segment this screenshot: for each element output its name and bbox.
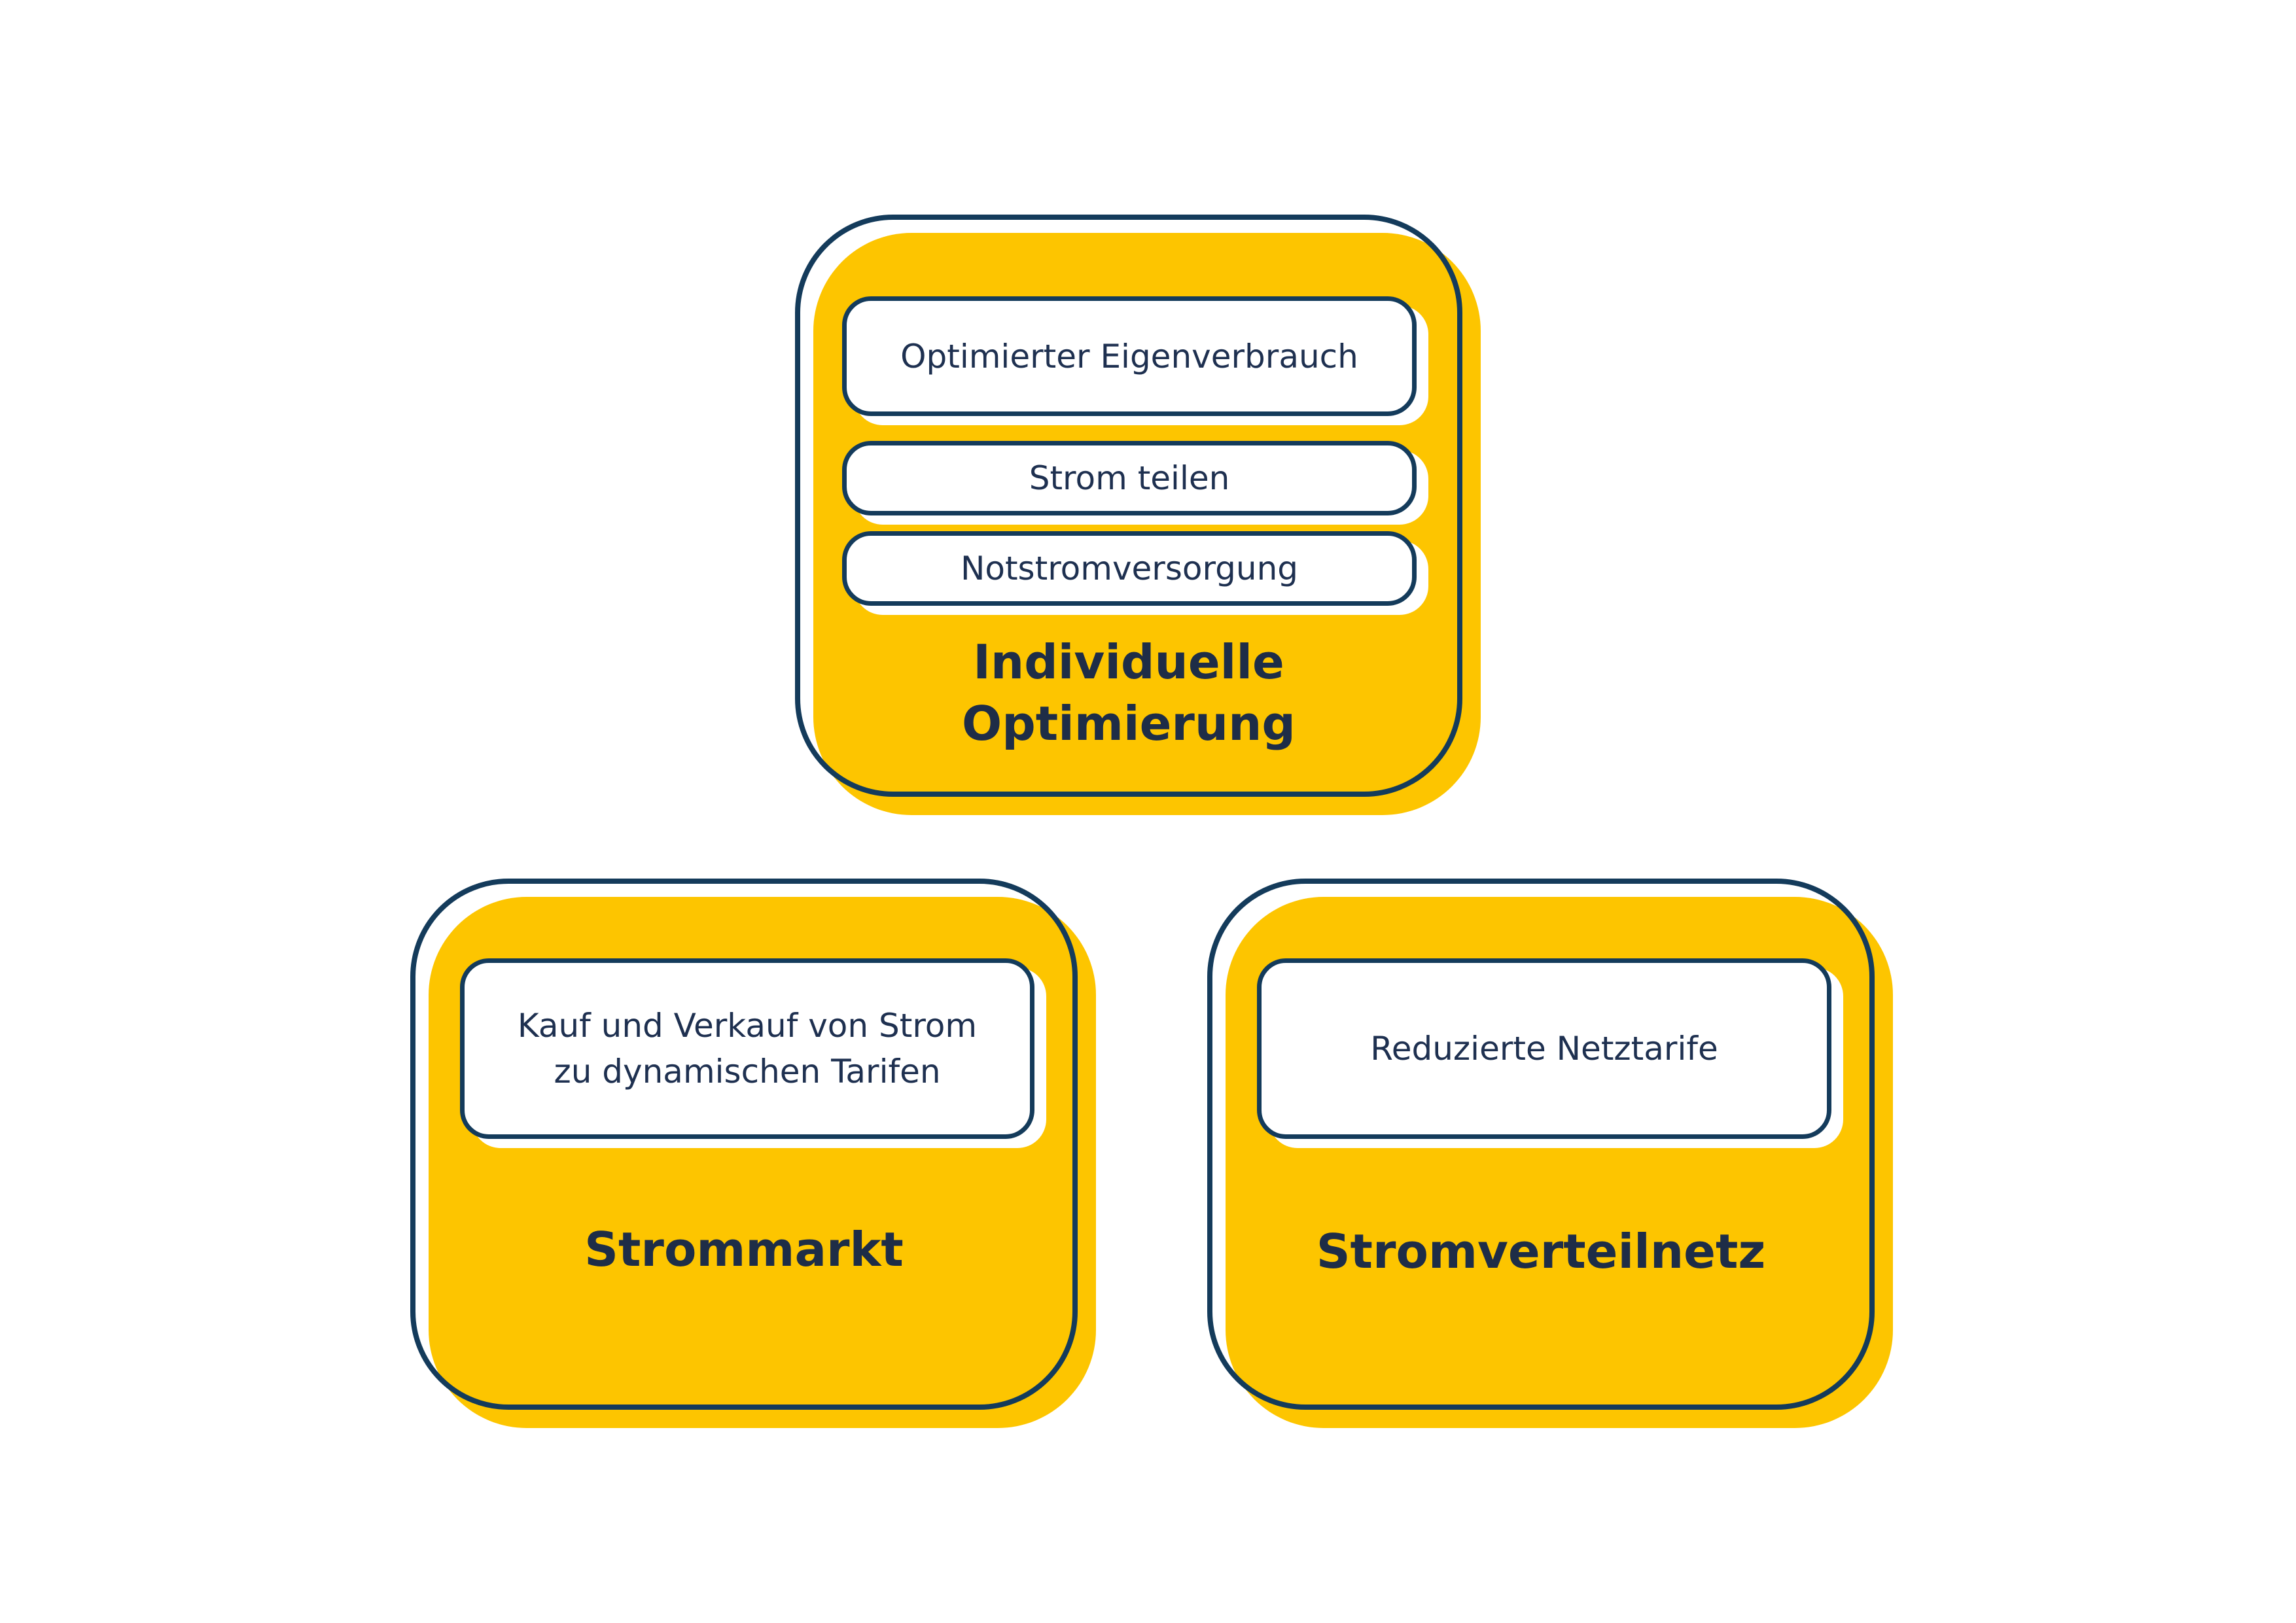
group-title: Stromverteilnetz [1316, 1224, 1766, 1279]
group-title: Strommarkt [584, 1222, 904, 1277]
feature-card-eigenverbrauch: Optimierter Eigenverbrauch [842, 296, 1428, 425]
feature-card-strom-teilen: Strom teilen [842, 441, 1428, 525]
group-frame [1207, 879, 1875, 1410]
group-frame [410, 879, 1078, 1410]
feature-label: Optimierter Eigenverbrauch [900, 337, 1358, 375]
group-frame [795, 215, 1462, 797]
group-individuelle-optimierung: Optimierter Eigenverbrauch Strom teilen … [795, 215, 1481, 815]
group-stromverteilnetz: Reduzierte Netztarife Stromverteilnetz [1207, 879, 1893, 1428]
feature-label: Notstromversorgung [960, 550, 1299, 587]
feature-card-notstromversorgung: Notstromversorgung [842, 531, 1428, 615]
feature-label: Kauf und Verkauf von Strom zu dynamische… [517, 1007, 978, 1091]
group-title: Individuelle Optimierung [962, 635, 1296, 751]
group-strommarkt: Kauf und Verkauf von Strom zu dynamische… [410, 879, 1096, 1428]
feature-label: Strom teilen [1029, 459, 1230, 497]
feature-card-kauf-verkauf: Kauf und Verkauf von Strom zu dynamische… [460, 958, 1046, 1148]
feature-label: Reduzierte Netztarife [1370, 1030, 1718, 1068]
feature-card-netztarife: Reduzierte Netztarife [1257, 958, 1843, 1148]
